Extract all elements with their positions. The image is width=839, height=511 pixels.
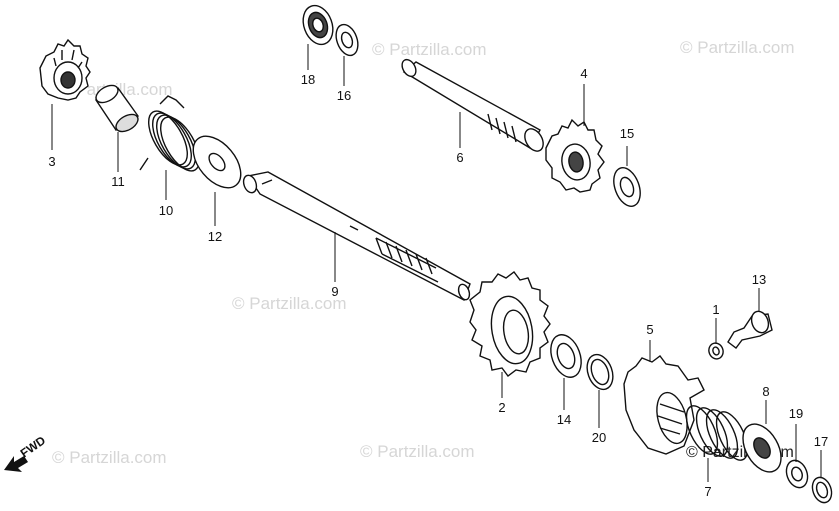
watermark: © Partzilla.com [232,294,347,313]
callout-10: 10 [159,203,173,218]
callout-17: 17 [814,434,828,449]
callout-4: 4 [580,66,587,81]
part-9-shaft [242,171,471,301]
callout-7: 7 [704,484,711,499]
fwd-label: FWD [18,433,49,460]
part-8-washer [742,423,782,473]
part-1-ring [708,342,724,360]
callouts: 3 11 10 12 9 18 16 6 4 15 2 14 20 5 1 13… [48,66,828,499]
callout-6: 6 [456,150,463,165]
part-10-spring [139,95,200,172]
part-18-bearing [302,4,334,46]
callout-16: 16 [337,88,351,103]
part-17-clip [811,476,833,504]
callout-5: 5 [646,322,653,337]
arrow-icon [4,456,28,472]
callout-18: 18 [301,72,315,87]
callout-19: 19 [789,406,803,421]
callout-1: 1 [712,302,719,317]
part-5-ratchet [623,355,705,455]
part-12-washer [192,135,242,189]
part-3-gear [39,38,91,101]
part-7-spring [685,405,749,461]
part-4-gear [545,118,605,193]
part-16-washer [335,23,359,57]
callout-20: 20 [592,430,606,445]
callout-9: 9 [331,284,338,299]
watermark: © Partzilla.com [372,40,487,59]
part-13-bolt [727,310,773,349]
callout-15: 15 [620,126,634,141]
watermark: © Partzilla.com [52,448,167,467]
callout-2: 2 [498,400,505,415]
part-11-collar [94,84,139,133]
part-15-washer [613,167,641,207]
leader-lines [51,44,822,482]
part-20-snap-ring [586,353,614,391]
callout-12: 12 [208,229,222,244]
callout-11: 11 [111,174,125,189]
part-14-washer [550,334,582,378]
callout-8: 8 [762,384,769,399]
fwd-arrow: FWD [4,433,48,472]
part-6-shaft [401,58,544,152]
part-2-gear [469,271,551,377]
callout-3: 3 [48,154,55,169]
part-19-washer [785,459,809,489]
watermark: © Partzilla.com [680,38,795,57]
callout-13: 13 [752,272,766,287]
callout-14: 14 [557,412,571,427]
watermark: © Partzilla.com [360,442,475,461]
